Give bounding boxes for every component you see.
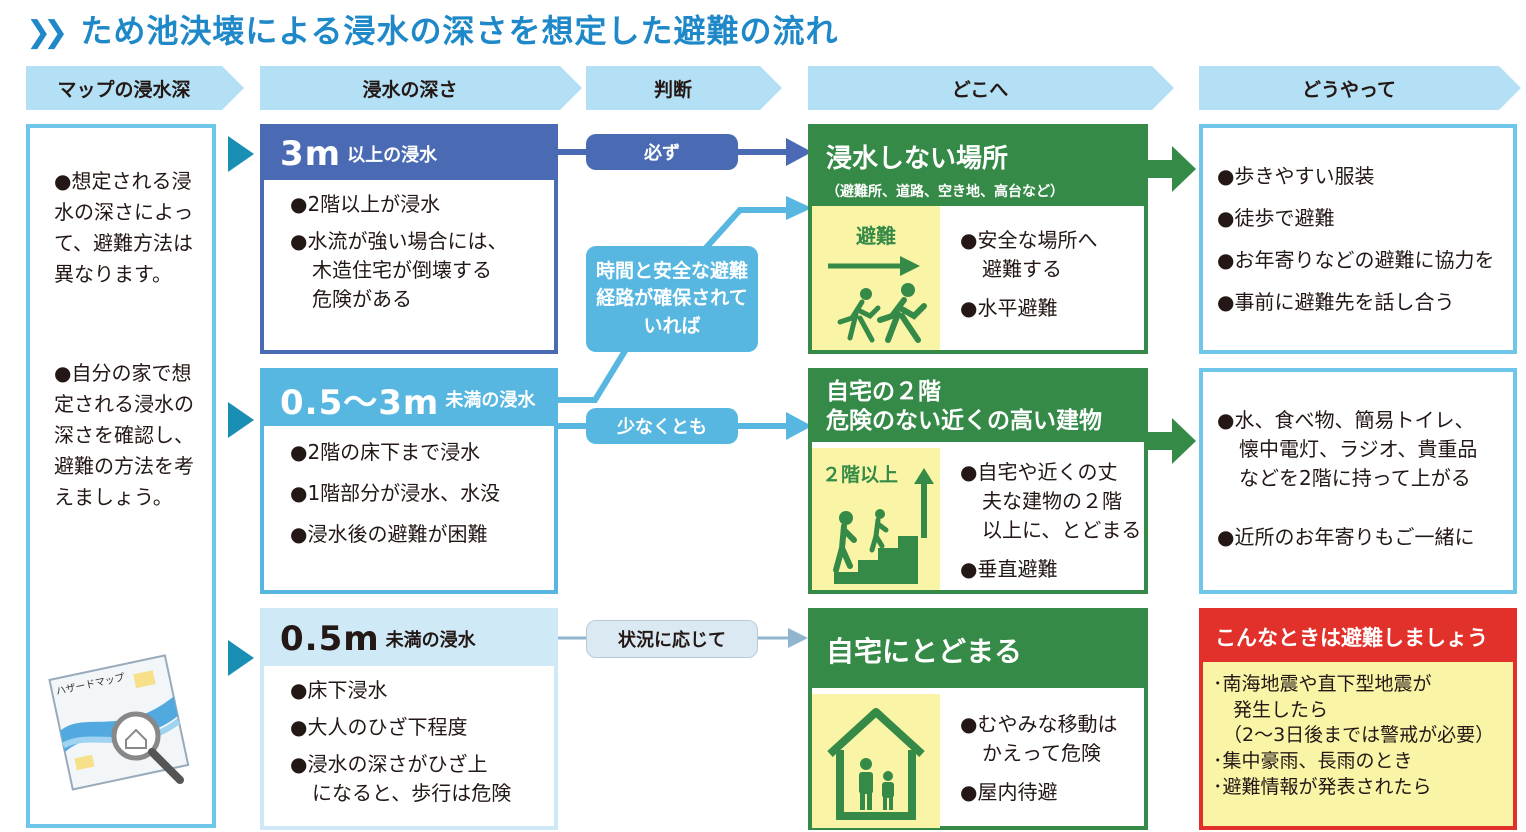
depth1-item-4: 危険がある <box>312 287 412 311</box>
depth3-item-1: ●床下浸水 <box>290 678 388 702</box>
header-map-depth: マップの浸水深 <box>26 66 244 110</box>
intro-text-2: ●自分の家で想定される浸水の深さを確認し、避難の方法を考えましょう。 <box>54 361 194 509</box>
where1-badge: 避難 <box>856 224 896 248</box>
how2-item-2: 懐中電灯、ラジオ、貴重品 <box>1239 437 1478 461</box>
how-card-2: ●水、食べ物、簡易トイレ、 懐中電灯、ラジオ、貴重品 などを2階に持って上がる … <box>1199 368 1517 594</box>
where3-item-3: ●屋内待避 <box>960 780 1058 804</box>
evacuate-title: こんなときは避難しましょう <box>1203 612 1513 662</box>
where2-item-4: ●垂直避難 <box>960 557 1058 581</box>
house-family-icon <box>827 708 925 820</box>
how1-item-4: ●事前に避難先を話し合う <box>1217 290 1455 314</box>
running-people-icon <box>828 256 927 343</box>
depth1-item-3: 木造住宅が倒壊する <box>312 258 492 282</box>
how-card-1: ●歩きやすい服装 ●徒歩で避難 ●お年寄りなどの避難に協力を ●事前に避難先を話… <box>1199 124 1517 354</box>
how1-item-3: ●お年寄りなどの避難に協力を <box>1217 248 1495 272</box>
where2-badge: ２階以上 <box>822 464 899 486</box>
where2-illustration: ２階以上 <box>812 448 940 590</box>
where2-title-2: 危険のない近くの高い建物 <box>826 407 1102 434</box>
page-title: ❯❯ ため池決壊による浸水の深さを想定した避難の流れ <box>26 6 838 52</box>
title-text: ため池決壊による浸水の深さを想定した避難の流れ <box>80 12 839 50</box>
judgement-if-safe: 時間と安全な避難経路が確保されていれば <box>586 246 758 352</box>
depth1-item-2: ●水流が強い場合には、 <box>290 229 508 253</box>
where2-item-1: ●自宅や近くの丈 <box>960 460 1118 484</box>
hazard-map-icon: ハザードマップ <box>48 648 194 798</box>
depth3-item-3: ●浸水の深さがひざ上 <box>290 752 488 776</box>
where3-illustration <box>812 694 940 828</box>
where2-item-3: 以上に、とどまる <box>982 518 1142 542</box>
where1-illustration: 避難 <box>812 206 940 350</box>
depth2-item-2: ●1階部分が浸水、水没 <box>290 481 501 505</box>
where1-item-2: 避難する <box>982 257 1062 281</box>
where1-item-1: ●安全な場所へ <box>960 228 1098 252</box>
depth-small-3: 未満の浸水 <box>385 630 476 651</box>
where-card-stay-home: 自宅にとどまる ●むやみな移動は かえって危険 ●屋内待避 <box>808 608 1148 830</box>
judgement-must: 必ず <box>586 134 738 170</box>
intro-panel: ●想定される浸水の深さによって、避難方法は異なります。 ●自分の家で想定される浸… <box>26 124 216 828</box>
judgement-depending: 状況に応じて <box>586 620 758 658</box>
depth2-item-3: ●浸水後の避難が困難 <box>290 522 488 546</box>
where2-item-2: 夫な建物の２階 <box>982 489 1122 513</box>
where1-title: 浸水しない場所 <box>826 144 1009 174</box>
depth2-item-1: ●2階の床下まで浸水 <box>290 440 481 464</box>
how2-item-3: などを2階に持って上がる <box>1239 466 1471 490</box>
depth-card-mid: 0.5～3m 未満の浸水 ●2階の床下まで浸水 ●1階部分が浸水、水没 ●浸水後… <box>260 368 558 594</box>
judgement-at-least: 少なくとも <box>586 408 738 444</box>
pointer-triangle-1 <box>228 136 254 172</box>
depth3-item-4: になると、歩行は危険 <box>312 781 512 805</box>
evacuate-item-2: 発生したら <box>1233 698 1329 721</box>
depth-big-3: 0.5m <box>280 619 380 659</box>
depth-big-2: 0.5～3m <box>280 382 440 423</box>
how2-item-1: ●水、食べ物、簡易トイレ、 <box>1217 408 1475 432</box>
header-how: どうやって <box>1199 66 1521 110</box>
pointer-triangle-2 <box>228 402 254 438</box>
evacuate-item-4: ･集中豪雨、長雨のとき <box>1213 749 1413 772</box>
pointer-triangle-3 <box>228 640 254 676</box>
depth-card-3m: 3m 以上の浸水 ●2階以上が浸水 ●水流が強い場合には、 木造住宅が倒壊する … <box>260 124 558 354</box>
intro-text-1: ●想定される浸水の深さによって、避難方法は異なります。 <box>54 169 194 286</box>
where3-item-1: ●むやみな移動は <box>960 712 1118 736</box>
where-card-upstairs: 自宅の２階 危険のない近くの高い建物 ２階以上 ●自宅や近くの丈 夫な建物の２階… <box>808 368 1148 594</box>
header-judgement: 判断 <box>586 66 782 110</box>
evacuate-item-1: ･南海地震や直下型地震が <box>1213 673 1432 695</box>
where-card-no-flood: 浸水しない場所 （避難所、道路、空き地、高台など） 避難 ●安全な場所へ 避難す… <box>808 124 1148 354</box>
header-where: どこへ <box>808 66 1174 110</box>
depth-small-2: 未満の浸水 <box>445 390 536 411</box>
depth-small-1: 以上の浸水 <box>347 145 438 166</box>
how2-item-4: ●近所のお年寄りもご一緒に <box>1217 525 1475 549</box>
depth1-item-1: ●2階以上が浸水 <box>290 192 441 216</box>
where3-item-2: かえって危険 <box>982 741 1101 765</box>
depth-big-1: 3m <box>280 134 342 174</box>
where3-title: 自宅にとどまる <box>826 635 1023 668</box>
where2-title-1: 自宅の２階 <box>826 379 941 405</box>
evacuate-item-3: （2～3日後までは警戒が必要） <box>1223 724 1495 747</box>
where1-subtitle: （避難所、道路、空き地、高台など） <box>826 184 1064 200</box>
depth-card-low: 0.5m 未満の浸水 ●床下浸水 ●大人のひざ下程度 ●浸水の深さがひざ上 にな… <box>260 608 558 830</box>
where1-item-3: ●水平避難 <box>960 296 1058 320</box>
evacuate-panel: こんなときは避難しましょう ･南海地震や直下型地震が 発生したら （2～3日後ま… <box>1199 608 1517 830</box>
evacuate-item-5: ･避難情報が発表されたら <box>1213 775 1432 798</box>
stairs-icon <box>833 468 934 584</box>
depth3-item-2: ●大人のひざ下程度 <box>290 715 468 739</box>
how1-item-1: ●歩きやすい服装 <box>1217 164 1375 188</box>
how1-item-2: ●徒歩で避難 <box>1217 206 1335 230</box>
header-depth: 浸水の深さ <box>260 66 582 110</box>
